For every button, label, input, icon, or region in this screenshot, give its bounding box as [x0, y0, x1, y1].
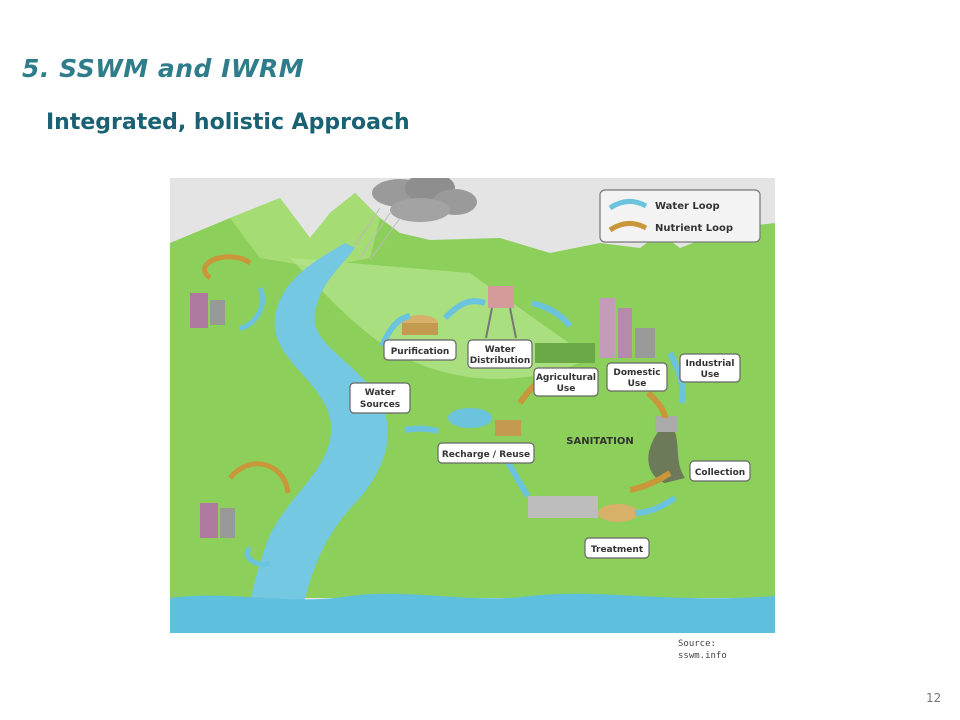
purification-tank-body	[402, 323, 438, 335]
legend-water-loop: Water Loop	[655, 201, 720, 212]
legend-nutrient-loop: Nutrient Loop	[655, 223, 733, 234]
building-tall	[600, 298, 615, 358]
fields	[535, 343, 595, 363]
svg-text:Water: Water	[365, 388, 396, 398]
label-recharge-reuse: Recharge / Reuse	[437, 442, 535, 464]
sswm-diagram: Water Loop Nutrient Loop	[170, 178, 775, 633]
nutrient-loop-swatch	[608, 221, 648, 233]
rain-cloud	[349, 178, 477, 261]
label-purification: Purification	[383, 339, 457, 361]
factory	[635, 328, 655, 358]
svg-text:Treatment: Treatment	[591, 545, 644, 555]
building-mid	[618, 308, 632, 358]
sea	[170, 593, 775, 633]
label-domestic-use: Domestic Use	[606, 362, 668, 392]
label-water-distribution: Water Distribution	[467, 339, 533, 369]
label-collection: Collection	[689, 460, 751, 482]
source-label: Source:	[678, 639, 716, 649]
svg-text:Recharge / Reuse: Recharge / Reuse	[442, 450, 530, 460]
label-treatment: Treatment	[584, 537, 650, 559]
svg-text:Domestic: Domestic	[613, 368, 660, 378]
sewer-pipe	[655, 416, 677, 432]
river	[248, 243, 388, 618]
svg-text:Use: Use	[628, 379, 647, 389]
water-loop-swatch	[608, 199, 648, 211]
treatment-plant	[528, 496, 598, 518]
label-water-sources: Water Sources	[349, 382, 411, 414]
source-link[interactable]: sswm.info	[678, 651, 727, 661]
label-industrial-use: Industrial Use	[679, 353, 741, 383]
svg-text:Purification: Purification	[391, 347, 450, 357]
treatment-tank	[598, 504, 638, 522]
source-credit: Source: sswm.info	[678, 638, 768, 662]
svg-text:Use: Use	[557, 384, 576, 394]
slide-subtitle: Integrated, holistic Approach	[46, 110, 410, 135]
reuse-box	[495, 420, 521, 436]
settlement-lower	[200, 461, 291, 567]
svg-text:Collection: Collection	[695, 468, 745, 478]
svg-text:Distribution: Distribution	[470, 356, 531, 366]
svg-text:Sources: Sources	[360, 400, 400, 410]
label-agricultural-use: Agricultural Use	[533, 367, 599, 397]
svg-text:Industrial: Industrial	[686, 359, 735, 369]
svg-text:Water: Water	[485, 345, 516, 355]
water-tower	[488, 286, 514, 308]
settlement-upper	[190, 254, 265, 331]
svg-text:Use: Use	[701, 370, 720, 380]
label-sanitation: SANITATION	[566, 436, 633, 447]
slide-title: 5. SSWM and IWRM	[22, 54, 305, 83]
svg-text:Agricultural: Agricultural	[536, 373, 596, 383]
pond	[448, 408, 492, 428]
page-number: 12	[926, 691, 942, 705]
effluent	[648, 432, 685, 483]
legend: Water Loop Nutrient Loop	[599, 189, 761, 243]
